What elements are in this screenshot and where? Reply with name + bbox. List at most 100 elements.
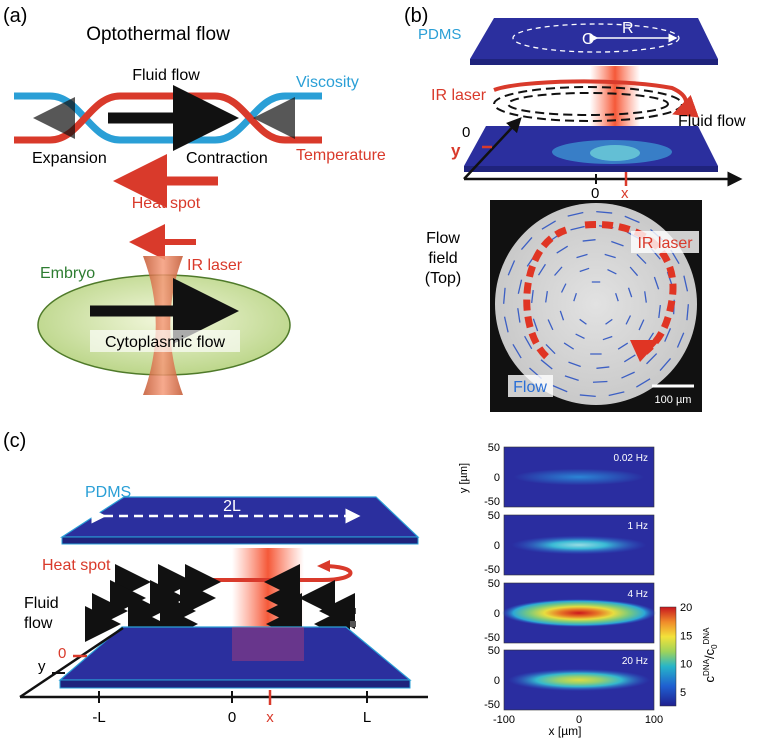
heatmap-hotspot [507, 668, 651, 692]
flow-vector [554, 266, 563, 276]
flow-vector [568, 361, 581, 368]
flow-vector [623, 354, 636, 363]
flow-vector [559, 310, 565, 321]
flow-vector [664, 328, 672, 342]
flow-vector [615, 293, 619, 302]
heatmap-y-tick: 50 [488, 442, 500, 454]
heatmap-x-tick: -100 [493, 714, 515, 726]
flow-vector [547, 319, 554, 331]
flow-vector [625, 315, 632, 325]
flow-vector [604, 253, 616, 259]
flow-vector [596, 211, 613, 214]
contraction-label: Contraction [186, 150, 268, 167]
flow-vector [617, 342, 629, 350]
flow-field-label-2: field [428, 250, 457, 267]
expansion-label: Expansion [32, 150, 107, 167]
heatmap-y-tick: 0 [494, 472, 500, 484]
flow-vector [512, 344, 522, 359]
flow-vector [602, 335, 613, 341]
heatmap-y-label: y [µm] [458, 463, 470, 493]
flow-vector [575, 333, 585, 340]
flow-field-label-3: (Top) [425, 270, 461, 287]
flow-vector [531, 290, 534, 304]
flow-vector [567, 211, 584, 217]
heatmap-y-tick: -50 [484, 496, 500, 508]
y-axis-label-c: y [38, 658, 46, 675]
flow-vector [611, 240, 624, 247]
cytoplasmic-flow-label: Cytoplasmic flow [105, 334, 225, 351]
colorbar-tick: 15 [680, 630, 692, 642]
radius-label: R [622, 20, 634, 37]
flow-vector [560, 283, 567, 293]
y-zero-label-b: 0 [462, 124, 470, 141]
viscosity-label: Viscosity [296, 74, 359, 91]
fluid-flow-arrows-c [85, 564, 356, 642]
panel-a-label: (a) [3, 5, 27, 27]
fluid-flow-label-c-1: Fluid [24, 595, 59, 612]
flow-vector [638, 319, 645, 331]
width-label: 2L [223, 498, 241, 515]
ir-laser-inset-label: IR laser [637, 235, 693, 252]
ir-laser-label-b: IR laser [431, 87, 487, 104]
flow-vector [537, 263, 546, 276]
flow-vector [621, 371, 635, 379]
heatmap-hotspot [511, 535, 647, 555]
flow-vector [540, 359, 553, 370]
scale-bar-label: 100 µm [655, 394, 692, 406]
panel-a-title: Optothermal flow [86, 24, 230, 45]
flow-vector [517, 308, 521, 323]
pdms-plate-bottom-b [464, 126, 718, 172]
flow-vector [659, 358, 672, 371]
flow-vector [552, 384, 568, 393]
heatmap-y-tick: 50 [488, 510, 500, 522]
flow-vector [579, 394, 596, 397]
x-zero-label-b: 0 [591, 185, 599, 202]
flow-vector [644, 291, 647, 303]
radius-circle [512, 23, 680, 53]
colorbar-tick: 5 [680, 687, 686, 699]
heatmap-y-tick: 50 [488, 645, 500, 657]
flow-vector [607, 268, 617, 275]
flow-vector [503, 287, 506, 304]
ir-laser-inset-bg [631, 231, 699, 253]
pdms-label-b: PDMS [418, 26, 461, 43]
y-zero-label-c: 0 [58, 645, 66, 662]
flow-vector [646, 353, 658, 365]
flow-vector [624, 215, 640, 224]
flow-vector [524, 335, 533, 350]
flow-vector [636, 378, 651, 388]
heat-spot-scan-arrow-c [205, 564, 353, 582]
flow-vector [517, 279, 523, 294]
flow-vector [532, 318, 539, 332]
heatmap-y-tick: 0 [494, 540, 500, 552]
flow-vector [541, 220, 556, 230]
axes-c [19, 626, 428, 705]
heatmap-frequency-label: 20 Hz [622, 656, 648, 667]
flow-vector [545, 291, 548, 303]
cytoplasmic-flow-label-bg [90, 330, 240, 352]
flow-vectors [503, 211, 689, 397]
heat-spot-scan-head-c [317, 560, 330, 572]
flow-vector [579, 318, 587, 325]
panel-b-label: (b) [404, 5, 428, 27]
fluid-flow-label-c-2: flow [24, 615, 53, 632]
flow-vector [573, 292, 578, 302]
flow-vector [576, 253, 588, 259]
panel-c-label: (c) [3, 430, 26, 452]
ir-laser-path-arrowhead [630, 340, 660, 362]
tick-l: L [363, 709, 371, 726]
temperature-label: Temperature [296, 147, 386, 164]
heatmap-x-tick: 100 [645, 714, 663, 726]
flow-vector [592, 380, 608, 383]
tick-zero: 0 [228, 709, 236, 726]
heatmap-frequency-label: 0.02 Hz [614, 453, 648, 464]
flow-inset-bg [508, 375, 553, 397]
x-axis-label-b: x [621, 185, 629, 202]
flow-vector [582, 239, 596, 242]
heatmap-frequency-label: 1 Hz [627, 521, 648, 532]
flow-vector [627, 287, 633, 298]
fluid-flow-ring-b [493, 86, 683, 122]
